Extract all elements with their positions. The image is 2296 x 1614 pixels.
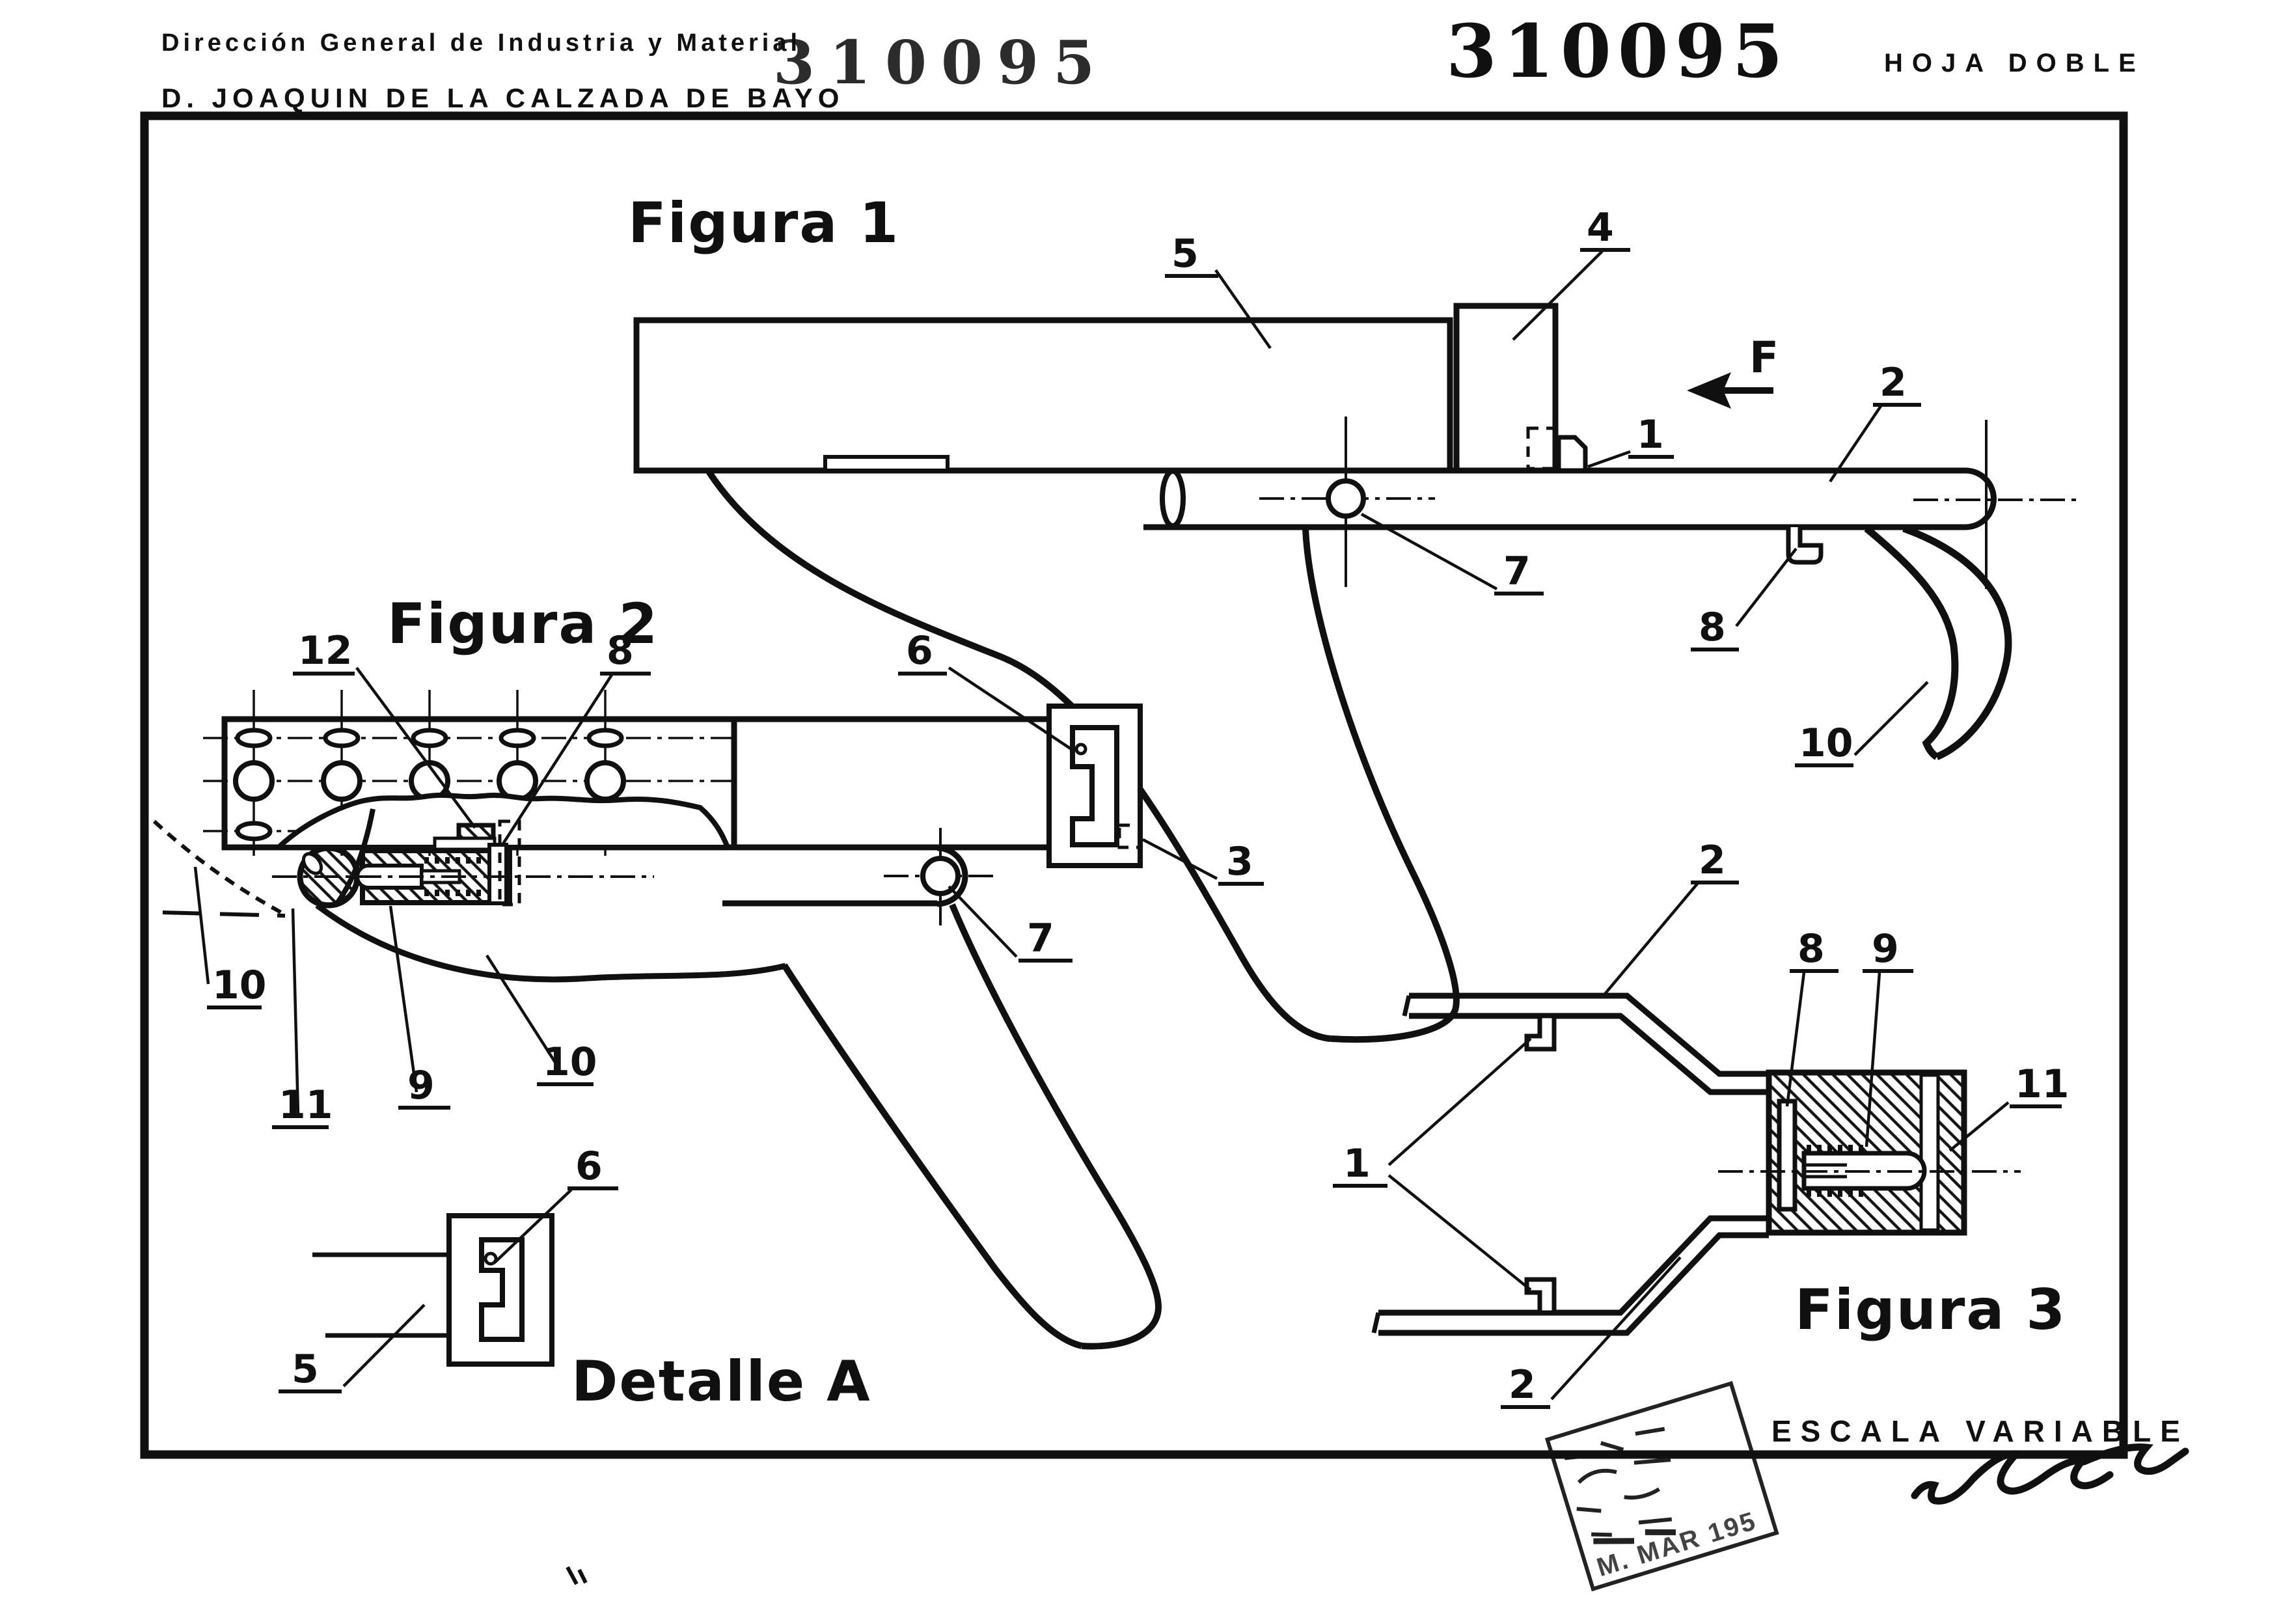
callout-2: 2 <box>1879 360 1907 405</box>
callout-11: 11 <box>279 1082 333 1128</box>
issuing-office-label: Dirección General de Industria y Materia… <box>161 29 801 57</box>
fig2-rear-bracket <box>1049 706 1140 866</box>
sheet-type-label: HOJA DOBLE <box>1884 49 2145 77</box>
block-divider <box>1921 1075 1938 1230</box>
patent-number-stamped: 310095 <box>1446 9 1790 94</box>
detalle-a-title: Detalle A <box>571 1349 871 1414</box>
plate-hole <box>501 730 534 746</box>
callout-7: 7 <box>1027 916 1054 961</box>
callout-1-fig3: 1 <box>1343 1141 1371 1186</box>
callout-9-fig3: 9 <box>1872 926 1899 972</box>
callout-5-detalle: 5 <box>292 1347 319 1392</box>
callout-4: 4 <box>1587 205 1614 251</box>
callout-2-top: 2 <box>1699 838 1726 883</box>
block-key <box>1779 1101 1795 1209</box>
callout-3: 3 <box>1226 839 1253 884</box>
callout-10-mid: 10 <box>543 1039 597 1085</box>
scale-note-label: ESCALA VARIABLE <box>1771 1414 2189 1448</box>
plate-hole <box>238 823 270 839</box>
callout-10: 10 <box>1799 720 1853 766</box>
plate-hole <box>589 730 622 746</box>
plate-hole <box>413 730 446 746</box>
callout-2-bottom: 2 <box>1509 1362 1536 1408</box>
applicant-name-label: D. JOAQUIN DE LA CALZADA DE BAYO <box>161 83 844 113</box>
callout-6-detalle: 6 <box>575 1143 603 1189</box>
fig1-pivot-pin <box>1328 481 1363 516</box>
plate-hole <box>236 763 272 799</box>
callout-6: 6 <box>906 628 933 674</box>
fig1-force-label: F <box>1749 333 1779 383</box>
callout-8: 8 <box>1699 605 1726 650</box>
callout-8: 8 <box>607 628 634 674</box>
callout-10-left: 10 <box>212 963 267 1008</box>
plate-hole <box>325 730 358 746</box>
callout-11-fig3: 11 <box>2015 1061 2070 1107</box>
callout-7: 7 <box>1503 549 1531 594</box>
stop-step <box>435 838 495 849</box>
plate-hole <box>587 763 623 799</box>
locking-key <box>489 845 506 903</box>
fig1-latch <box>1559 437 1585 471</box>
callout-1: 1 <box>1637 412 1664 458</box>
figura-1-title: Figura 1 <box>628 191 899 256</box>
callout-5: 5 <box>1171 231 1199 277</box>
fig1-magazine-housing <box>1456 306 1555 471</box>
patent-number-typed: 310095 <box>773 27 1109 98</box>
plate-hole <box>238 730 270 746</box>
plate-hole <box>323 763 360 799</box>
fig1-receiver-body <box>636 320 1450 471</box>
figura-3-title: Figura 3 <box>1795 1278 2066 1343</box>
callout-12: 12 <box>298 628 353 674</box>
callout-8-fig3: 8 <box>1797 926 1825 972</box>
fig1-receiver-lug <box>825 457 948 471</box>
callout-9: 9 <box>407 1063 435 1108</box>
